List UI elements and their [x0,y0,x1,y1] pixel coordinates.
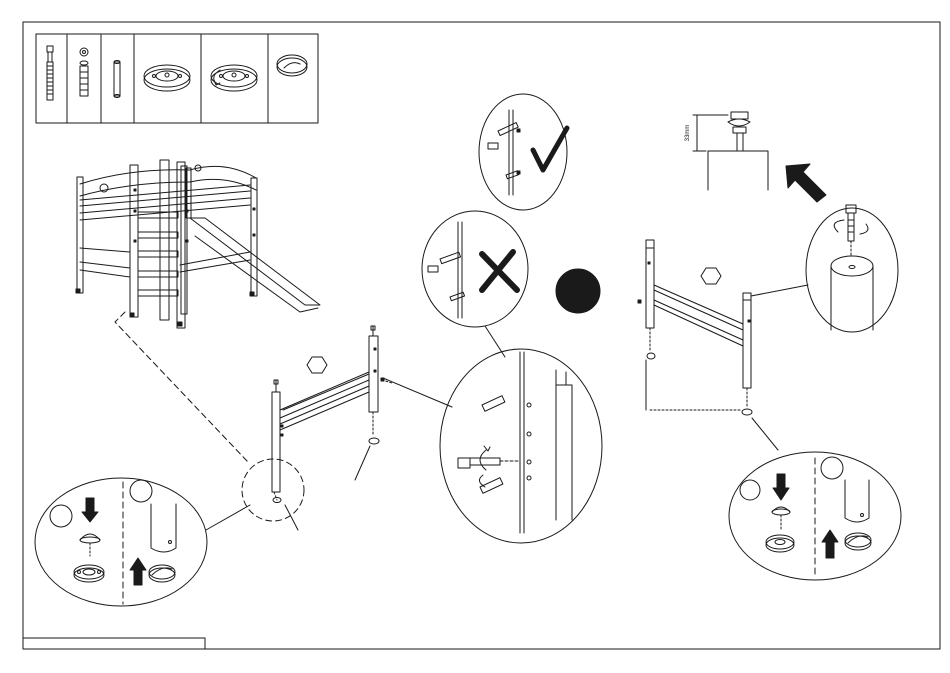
leader-to-bolt-detail [383,378,452,407]
parts-strip [36,34,318,123]
correct-detail [479,94,567,210]
leader-wrong-to-detail [485,326,505,357]
page-border [23,22,940,649]
glide-rotate-detail [806,205,898,332]
dimension-label: 33mm [685,125,691,142]
cross-icon [482,252,517,290]
end-frame-right [638,240,808,450]
leader-dashed [115,312,248,462]
dowel-icon [114,61,120,98]
foot-highlight-circle [242,459,304,521]
bed-illustration [76,160,320,328]
barrel-nut-icon [80,48,88,96]
glide-cap-icon [277,55,307,76]
arrow-up-left-icon [786,164,826,202]
check-icon [533,128,567,170]
dimension-detail: 33mm [685,112,768,190]
bolt-detail [440,349,602,543]
hex-marker [307,357,327,373]
foot-detail-right [729,452,901,580]
foot-detail-left [35,478,207,606]
bolt-icon [47,46,53,100]
wrong-detail [422,211,528,327]
step-dot [556,269,600,313]
hex-marker-right [701,268,721,284]
glide-base-rotate-icon [211,65,257,91]
leader-to-foot-detail [206,505,250,530]
end-frame-left [272,326,392,530]
footer-box [23,638,205,649]
glide-base-icon [144,65,190,91]
